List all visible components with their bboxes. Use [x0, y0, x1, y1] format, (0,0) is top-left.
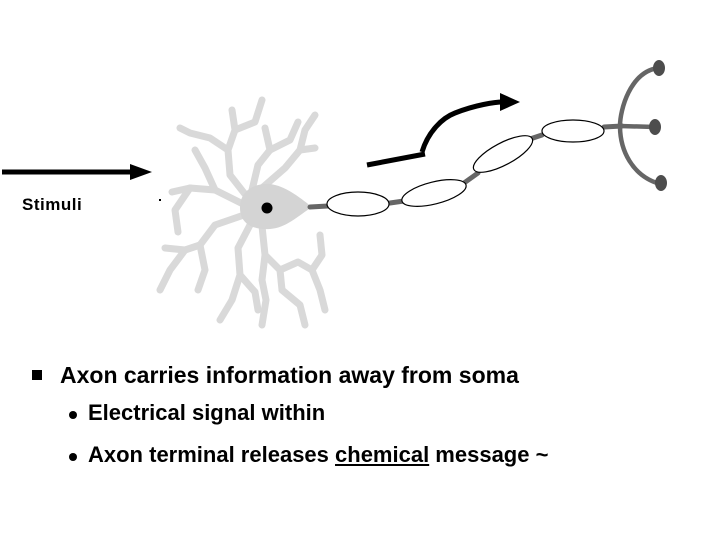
stimuli-label: Stimuli: [22, 195, 83, 214]
myelin-sheaths: [326, 119, 605, 217]
myelin-sheath-4: [541, 119, 605, 143]
myelin-sheath-1: [326, 191, 390, 217]
terminal-bouton-2: [649, 119, 661, 135]
bullet-sub-2-start: Axon terminal releases: [88, 442, 336, 467]
soma: [240, 183, 312, 230]
terminal-bouton-1: [653, 60, 665, 76]
dendrites: [156, 96, 329, 329]
myelin-sheath-2: [401, 179, 467, 207]
bullet-sub-1: Electrical signal within: [88, 400, 326, 425]
chemical-underlined: chemical: [335, 442, 430, 467]
bullet-main: Axon carries information away from soma: [60, 362, 519, 388]
bullet-sub-2: Axon terminal releases chemical message …: [88, 442, 548, 468]
bullet-square-icon: [32, 370, 42, 380]
nucleus: [261, 202, 273, 214]
speck: [159, 199, 161, 201]
stimuli-arrow: [2, 164, 152, 180]
signal-direction-arrows: [366, 93, 520, 168]
bullet-sub-2-end: message ~: [429, 442, 549, 467]
terminal-bouton-3: [655, 175, 667, 191]
bullet-dot-icon: [69, 411, 77, 419]
bullet-dot-icon: [69, 453, 77, 461]
myelin-sheath-3: [472, 135, 534, 173]
axon-terminal: [617, 60, 667, 191]
